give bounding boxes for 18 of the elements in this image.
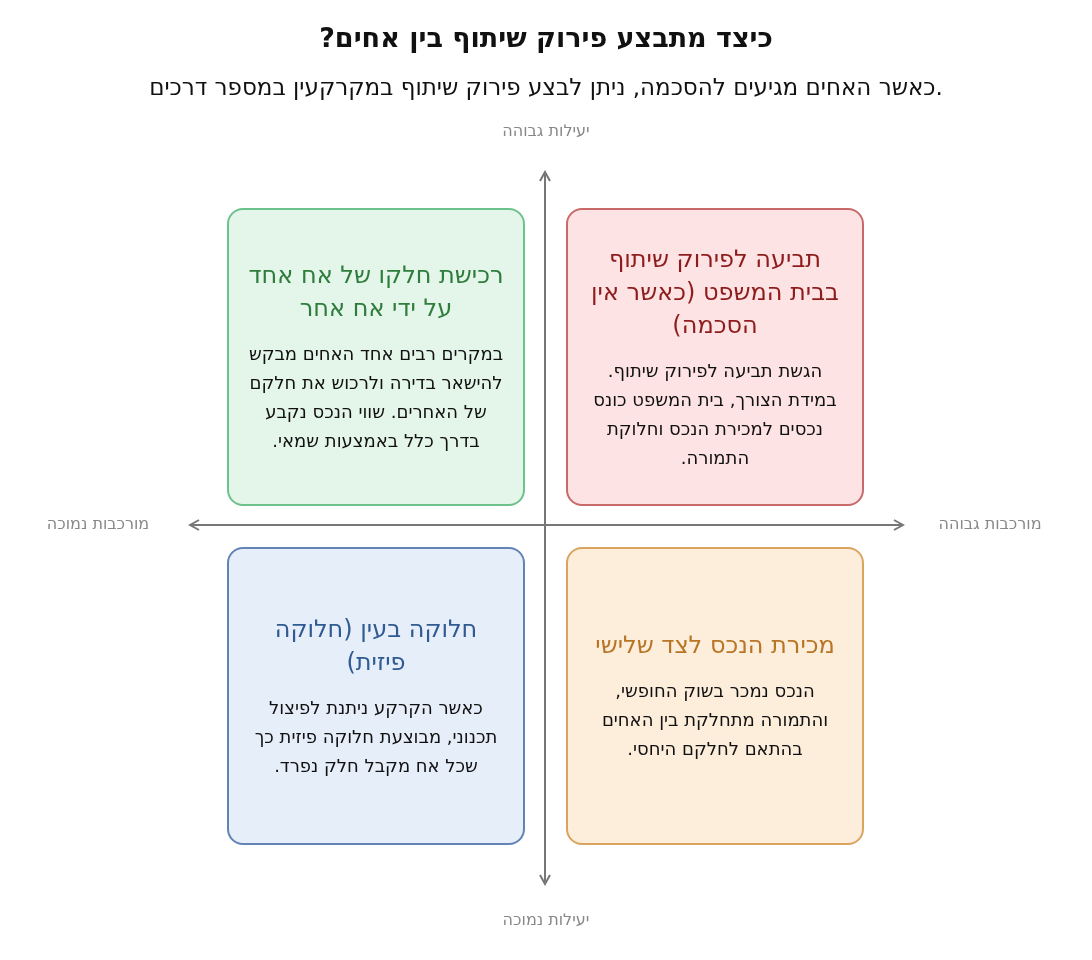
card-heading: רכישת חלקו של אח אחד על ידי אח אחר (247, 260, 505, 324)
quadrant-card (566, 208, 864, 506)
card-description: הנכס נמכר בשוק החופשי, והתמורה מתחלקת בין האחים בהתאם לחלקם היחסי. (600, 679, 830, 761)
card-heading: תביעה לפירוק שיתוף בבית המשפט (כאשר אין הסכמה) (590, 243, 840, 341)
card-heading: מכירת הנכס לצד שלישי (595, 630, 835, 661)
card-description: במקרים רבים אחד האחים מבקש להישאר בדירה ולרכוש את חלקם של האחרים. שווי הנכס נקבע בדרך כלל באמצעות שמאי. (247, 342, 505, 453)
card-description: הגשת תביעה לפירוק שיתוף. במידת הצורך, בית המשפט כונס נכסים למכירת הנכס וחלוקת התמורה. (592, 358, 838, 470)
subtitle: כאשר האחים מגיעים להסכמה, ניתן לבצע פירוק שיתוף במקרקעין במספר דרכים. (149, 74, 943, 100)
axis-label: יעילות נמוכה (502, 910, 590, 929)
diagram-title: כיצד מתבצע פירוק שיתוף בין אחים? (318, 22, 774, 53)
card-description: כאשר הקרקע ניתנת לפיצול תכנוני, מבוצעת חלוקה פיזית כך שכל אח מקבל חלק נפרד. (253, 695, 499, 778)
card-heading: חלוקה בעין (חלוקה פיזית) (273, 613, 479, 678)
axis-label: מורכבות גבוהה (938, 514, 1042, 533)
quadrant-card (566, 547, 864, 845)
axis-label: מורכבות נמוכה (46, 514, 150, 533)
quadrant-card (227, 547, 525, 845)
axis-label: יעילות גבוהה (502, 121, 590, 140)
quadrant-card (227, 208, 525, 506)
